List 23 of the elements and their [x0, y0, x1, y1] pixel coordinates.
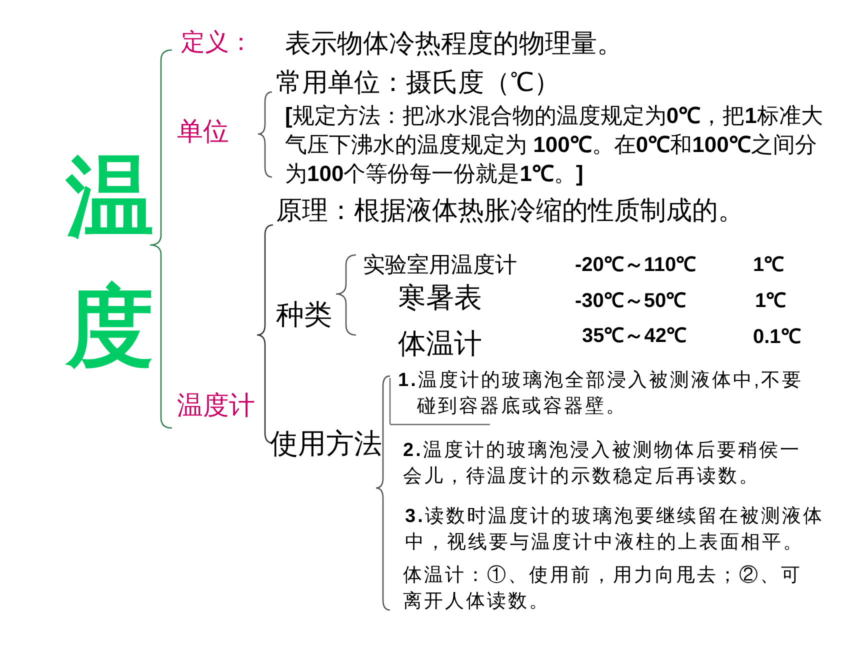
- subcategory-label: 种类: [276, 298, 332, 332]
- unit-text: 常用单位：摄氏度（℃）: [276, 67, 560, 98]
- thermometer-name: 实验室用温度计: [363, 252, 517, 278]
- subcategory-label: 使用方法: [270, 427, 382, 461]
- thermometer-name: 体温计: [398, 327, 482, 361]
- note-paragraph: [规定方法：把冰水混合物的温度规定为0℃，把1标准大气压下沸水的温度规定为 100℃。在0℃和100℃之间分为100个等份每一份就是1℃。]: [285, 102, 824, 188]
- principle-text: 原理：根据液体热胀冷缩的性质制成的。: [276, 195, 744, 226]
- instruction-text: 2.温度计的玻璃泡浸入被测物体后要稍侯一会儿，待温度计的示数稳定后再读数。: [403, 439, 802, 489]
- definition-text: 表示物体冷热程度的物理量。: [285, 28, 623, 60]
- range-value: -30℃～50℃: [575, 289, 686, 313]
- range-value: 35℃～42℃: [582, 324, 686, 348]
- instruction-text: 1.温度计的玻璃泡全部浸入被测液体中,不要碰到容器底或容器壁。: [398, 369, 804, 419]
- precision-value: 1℃: [753, 253, 784, 277]
- precision-value: 1℃: [755, 289, 786, 313]
- thermometer-name: 寒暑表: [398, 281, 482, 315]
- range-value: -20℃～110℃: [575, 253, 696, 277]
- instruction-text: 3.读数时温度计的玻璃泡要继续留在被测液体中，视线要与温度计中液柱的上表面相平。: [405, 505, 825, 555]
- category-label: 单位: [177, 116, 229, 148]
- precision-value: 0.1℃: [753, 325, 801, 349]
- category-label: 定义：: [181, 29, 253, 58]
- category-label: 温度计: [177, 390, 255, 422]
- note-text: 体温计：①、使用前，用力向甩去；②、可离开人体读数。: [403, 564, 803, 614]
- topic-title: 温度: [66, 146, 155, 378]
